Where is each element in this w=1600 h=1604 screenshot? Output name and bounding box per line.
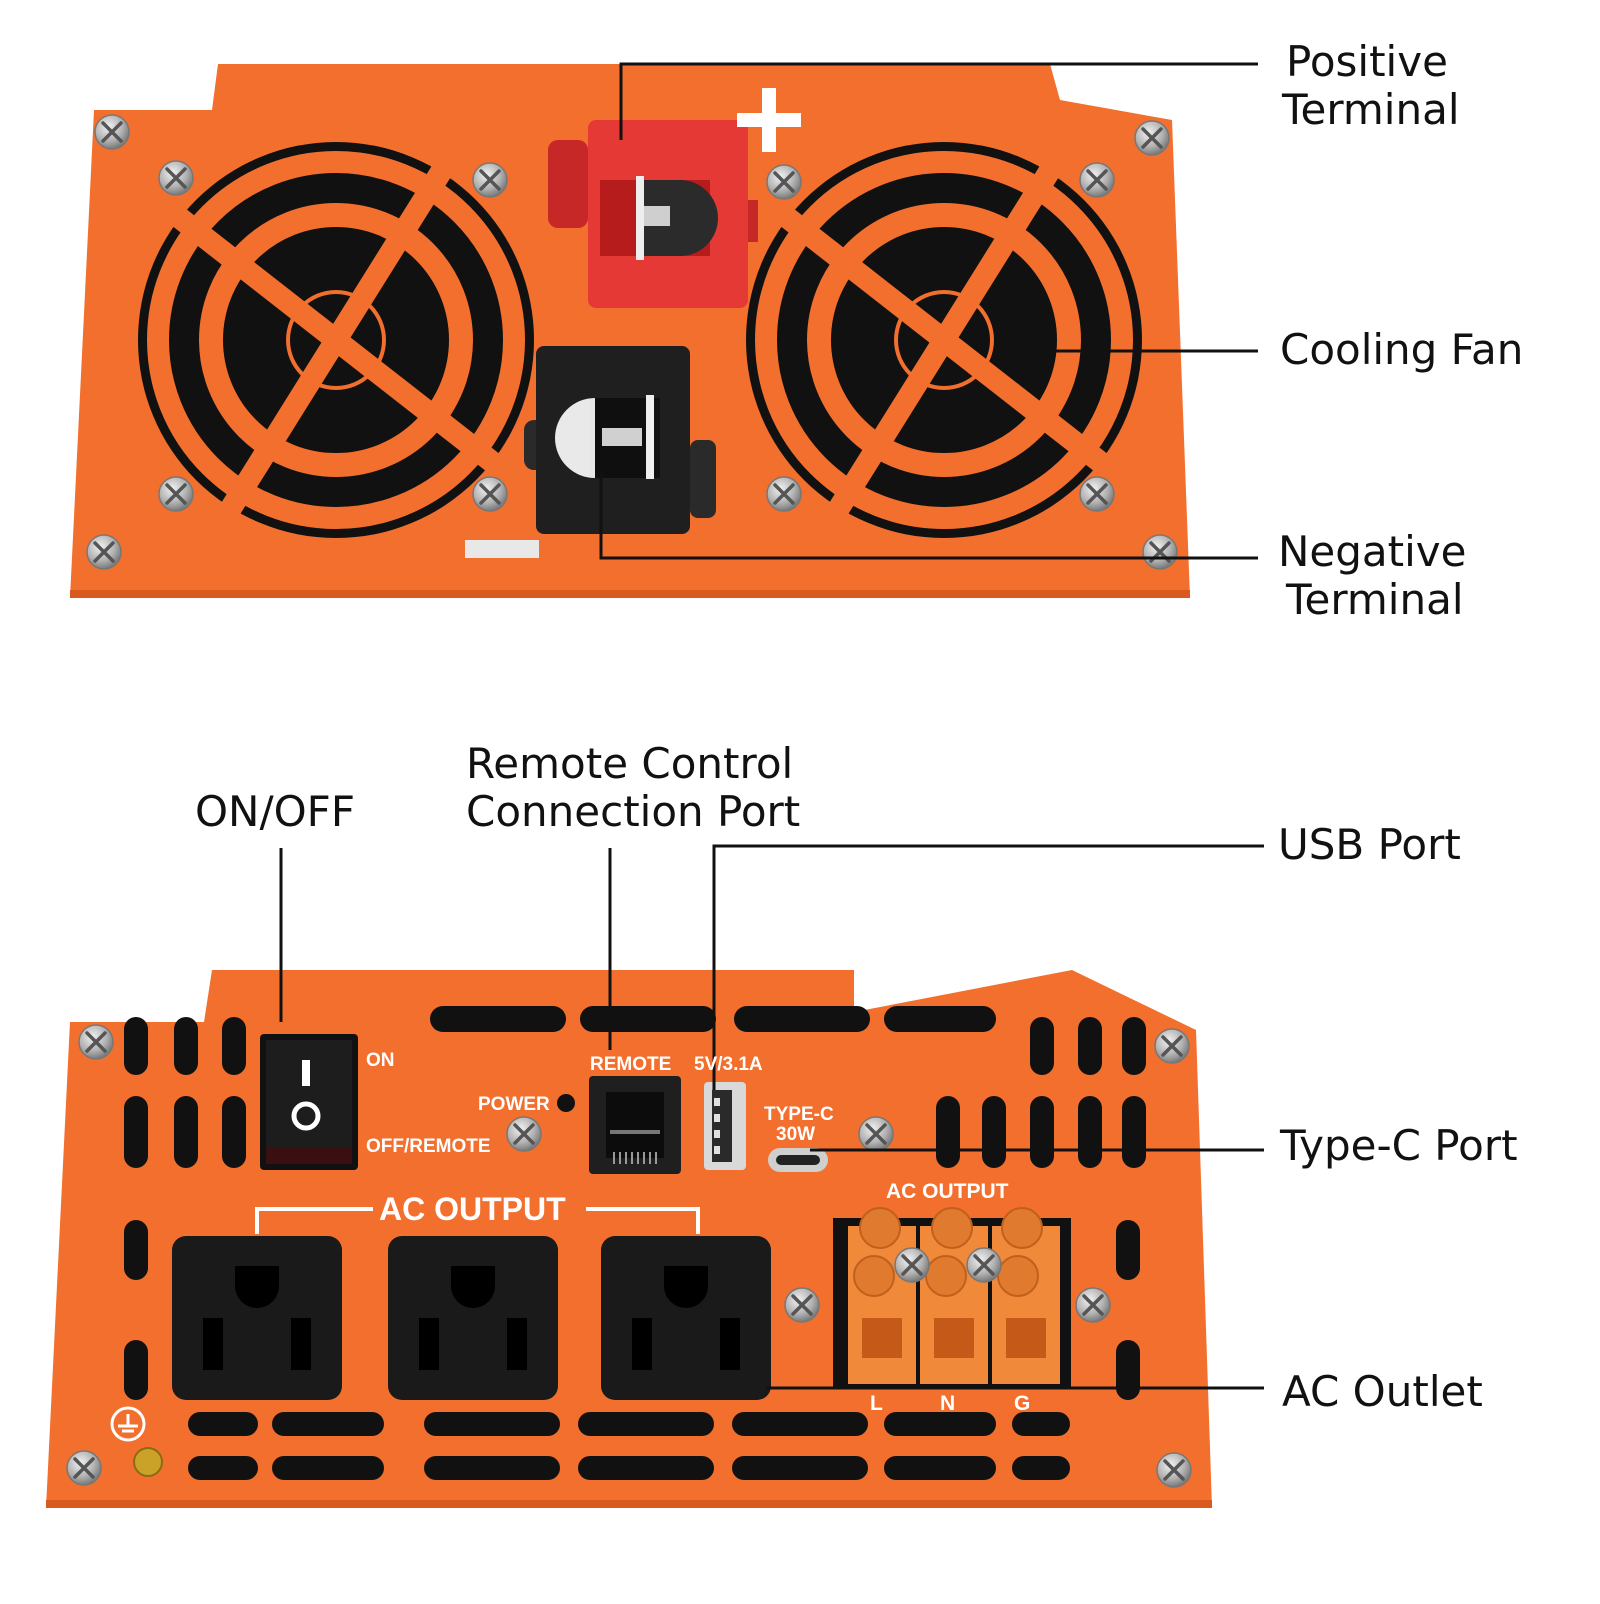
type-c-port[interactable] xyxy=(768,1148,828,1172)
power-led xyxy=(557,1094,575,1112)
callout-type-c-port: Type-C Port xyxy=(1280,1121,1518,1170)
screw-icon xyxy=(505,1115,543,1153)
ac-terminal-block xyxy=(833,1207,1071,1388)
callout-ac-outlet: AC Outlet xyxy=(1282,1367,1483,1416)
callout-negative-line1: Negative xyxy=(1278,527,1467,576)
fan-icon xyxy=(138,142,534,538)
top-leader-lines xyxy=(599,62,1258,560)
label-type-c: TYPE-C xyxy=(764,1104,834,1125)
switch-on-mark xyxy=(302,1060,310,1086)
callout-positive-line1: Positive xyxy=(1286,37,1448,86)
label-terminal-l: L xyxy=(870,1392,883,1415)
label-power: POWER xyxy=(478,1094,550,1115)
ground-icon xyxy=(110,1406,163,1477)
positive-leader xyxy=(619,62,1258,140)
label-remote: REMOTE xyxy=(590,1054,671,1075)
ac-output-bracket xyxy=(255,1207,373,1234)
label-off-remote: OFF/REMOTE xyxy=(366,1136,491,1157)
bottom-leader-lines xyxy=(279,844,1264,1390)
label-terminal-n: N xyxy=(940,1392,955,1415)
screw-icon xyxy=(857,1115,895,1153)
panel-text: ON OFF/REMOTE POWER REMOTE 5V/3.1A TYPE-… xyxy=(366,1050,1030,1415)
callout-usb-port: USB Port xyxy=(1278,820,1461,869)
fan-icon xyxy=(746,142,1142,538)
callout-positive-line2: Terminal xyxy=(1282,85,1460,134)
bottom-panel xyxy=(46,844,1264,1508)
usb-leader xyxy=(712,844,1264,1090)
callout-cooling-fan: Cooling Fan xyxy=(1280,325,1524,374)
label-type-c-rating: 30W xyxy=(776,1124,815,1145)
outlet-icon xyxy=(601,1236,771,1400)
callout-positive-terminal: Positive Terminal xyxy=(1282,37,1460,134)
remote-port[interactable] xyxy=(589,1076,681,1174)
label-usb-rating: 5V/3.1A xyxy=(694,1054,763,1075)
label-ac-output-terminal: AC OUTPUT xyxy=(886,1180,1009,1203)
usb-port[interactable] xyxy=(704,1082,746,1170)
label-on: ON xyxy=(366,1050,395,1071)
top-panel xyxy=(70,62,1258,598)
negative-leader xyxy=(599,470,1258,560)
callout-remote-port: Remote Control Connection Port xyxy=(466,740,800,836)
outlet-icon xyxy=(172,1236,342,1400)
switch-off-mark xyxy=(291,1101,321,1131)
callout-on-off: ON/OFF xyxy=(195,787,356,836)
callout-negative-terminal: Negative Terminal xyxy=(1278,528,1467,624)
plus-symbol xyxy=(737,88,801,152)
callout-remote-line2: Connection Port xyxy=(466,787,801,836)
label-ac-output-main: AC OUTPUT xyxy=(379,1191,566,1227)
minus-symbol xyxy=(465,540,539,558)
negative-terminal xyxy=(524,346,716,534)
positive-terminal xyxy=(548,120,758,308)
callout-negative-line2: Terminal xyxy=(1286,575,1464,624)
callout-remote-line1: Remote Control xyxy=(466,739,794,788)
label-terminal-g: G xyxy=(1014,1392,1030,1415)
outlet-icon xyxy=(388,1236,558,1400)
